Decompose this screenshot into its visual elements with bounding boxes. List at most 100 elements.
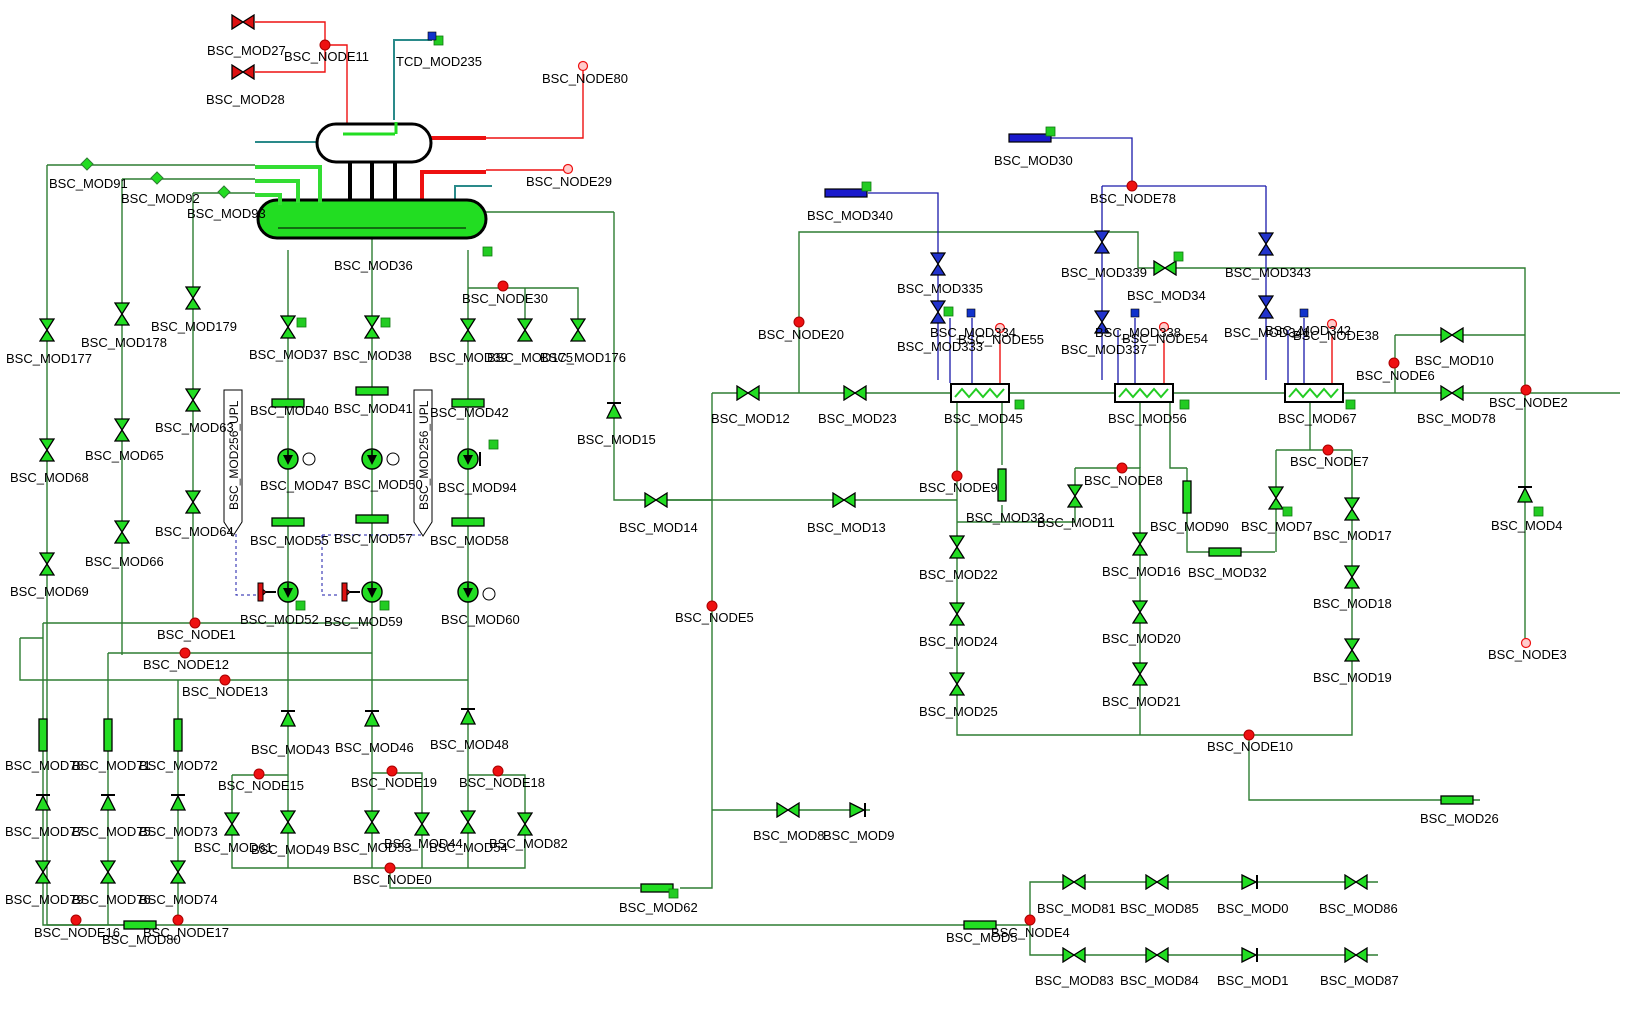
label-BSC_NODE13: BSC_NODE13 xyxy=(182,684,268,699)
label-BSC_NODE2: BSC_NODE2 xyxy=(1489,395,1568,410)
pipes-cold xyxy=(868,137,1305,383)
steam-drum xyxy=(315,122,433,200)
label-BSC_MOD53: BSC_MOD53 xyxy=(333,840,412,855)
label-BSC_MOD73: BSC_MOD73 xyxy=(139,824,218,839)
label-BSC_MOD256_UPL-a: BSC_MOD256_UPL xyxy=(227,400,241,510)
label-BSC_MOD10: BSC_MOD10 xyxy=(1415,353,1494,368)
label-BSC_MOD18: BSC_MOD18 xyxy=(1313,596,1392,611)
label-BSC_MOD92: BSC_MOD92 xyxy=(121,191,200,206)
label-BSC_MOD19: BSC_MOD19 xyxy=(1313,670,1392,685)
label-BSC_NODE16: BSC_NODE16 xyxy=(34,925,120,940)
label-BSC_MOD24: BSC_MOD24 xyxy=(919,634,998,649)
label-BSC_MOD338: BSC_MOD338 xyxy=(1095,325,1181,340)
label-BSC_MOD23: BSC_MOD23 xyxy=(818,411,897,426)
label-BSC_NODE11: BSC_NODE11 xyxy=(284,49,369,64)
label-BSC_MOD46: BSC_MOD46 xyxy=(335,740,414,755)
nodes xyxy=(70,39,1532,926)
label-BSC_MOD38: BSC_MOD38 xyxy=(333,348,412,363)
label-BSC_MOD66: BSC_MOD66 xyxy=(85,554,164,569)
label-BSC_NODE38: BSC_NODE38 xyxy=(1293,328,1379,343)
label-BSC_MOD11: BSC_MOD11 xyxy=(1037,515,1115,530)
label-BSC_NODE55: BSC_NODE55 xyxy=(958,332,1044,347)
label-BSC_MOD78-right: BSC_MOD78 xyxy=(1417,411,1496,426)
label-BSC_MOD85: BSC_MOD85 xyxy=(1120,901,1199,916)
label-BSC_MOD175: BSC_MOD175 xyxy=(487,350,573,365)
label-BSC_MOD84: BSC_MOD84 xyxy=(1120,973,1199,988)
pipes-control xyxy=(235,510,424,596)
label-BSC_MOD22: BSC_MOD22 xyxy=(919,567,998,582)
label-BSC_MOD26: BSC_MOD26 xyxy=(1420,811,1499,826)
label-BSC_NODE17: BSC_NODE17 xyxy=(143,925,229,940)
label-BSC_MOD256_UPL-b: BSC_MOD256_UPL xyxy=(417,400,431,510)
label-BSC_MOD335: BSC_MOD335 xyxy=(897,281,983,296)
label-BSC_MOD43: BSC_MOD43 xyxy=(251,742,330,757)
label-BSC_NODE29: BSC_NODE29 xyxy=(526,174,612,189)
label-BSC_MOD9: BSC_MOD9 xyxy=(823,828,895,843)
label-BSC_MOD59: BSC_MOD59 xyxy=(324,614,403,629)
label-BSC_MOD340: BSC_MOD340 xyxy=(807,208,893,223)
label-BSC_MOD49: BSC_MOD49 xyxy=(251,842,330,857)
water-drum xyxy=(256,198,488,240)
label-BSC_MOD341: BSC_MOD341 xyxy=(1224,325,1310,340)
label-BSC_MOD64: BSC_MOD64 xyxy=(155,524,234,539)
label-BSC_MOD39: BSC_MOD39 xyxy=(429,350,508,365)
label-BSC_MOD52: BSC_MOD52 xyxy=(240,612,319,627)
label-BSC_MOD72: BSC_MOD72 xyxy=(139,758,218,773)
label-BSC_MOD25: BSC_MOD25 xyxy=(919,704,998,719)
label-BSC_MOD5: BSC_MOD5 xyxy=(946,930,1018,945)
label-BSC_MOD333: BSC_MOD333 xyxy=(897,339,983,354)
label-BSC_MOD58: BSC_MOD58 xyxy=(430,533,509,548)
label-BSC_NODE30: BSC_NODE30 xyxy=(462,291,548,306)
label-BSC_MOD61: BSC_MOD61 xyxy=(194,840,273,855)
label-BSC_MOD33: BSC_MOD33 xyxy=(966,510,1045,525)
label-BSC_NODE18: BSC_NODE18 xyxy=(459,775,545,790)
label-BSC_MOD45: BSC_MOD45 xyxy=(944,411,1023,426)
label-BSC_NODE8: BSC_NODE8 xyxy=(1084,473,1163,488)
label-BSC_MOD71: BSC_MOD71 xyxy=(72,758,151,773)
label-BSC_MOD57: BSC_MOD57 xyxy=(334,531,413,546)
blue-sensors xyxy=(427,31,1309,318)
label-BSC_MOD94: BSC_MOD94 xyxy=(438,480,517,495)
label-BSC_MOD32: BSC_MOD32 xyxy=(1188,565,1267,580)
label-BSC_MOD41: BSC_MOD41 xyxy=(334,401,413,416)
label-BSC_MOD15: BSC_MOD15 xyxy=(577,432,656,447)
labels: BSC_MOD27 BSC_NODE11 TCD_MOD235 BSC_MOD2… xyxy=(5,43,1568,988)
label-BSC_MOD91: BSC_MOD91 xyxy=(49,176,128,191)
label-BSC_MOD27: BSC_MOD27 xyxy=(207,43,286,58)
label-BSC_MOD12: BSC_MOD12 xyxy=(711,411,790,426)
label-BSC_MOD65: BSC_MOD65 xyxy=(85,448,164,463)
label-BSC_MOD16: BSC_MOD16 xyxy=(1102,564,1181,579)
label-BSC_MOD334: BSC_MOD334 xyxy=(930,325,1016,340)
boundary-nodes xyxy=(562,60,1532,649)
label-BSC_NODE7: BSC_NODE7 xyxy=(1290,454,1369,469)
label-BSC_MOD37: BSC_MOD37 xyxy=(249,347,328,362)
label-BSC_MOD55: BSC_MOD55 xyxy=(250,533,329,548)
label-BSC_NODE12: BSC_NODE12 xyxy=(143,657,229,672)
label-BSC_MOD76: BSC_MOD76 xyxy=(72,892,151,907)
pipes-hot-thick xyxy=(420,136,486,205)
label-BSC_NODE10: BSC_NODE10 xyxy=(1207,739,1293,754)
label-BSC_NODE19: BSC_NODE19 xyxy=(351,775,437,790)
label-BSC_MOD337: BSC_MOD337 xyxy=(1061,342,1147,357)
label-BSC_NODE3: BSC_NODE3 xyxy=(1488,647,1567,662)
label-BSC_MOD69: BSC_MOD69 xyxy=(10,584,89,599)
label-TCD_MOD235: TCD_MOD235 xyxy=(396,54,482,69)
label-BSC_MOD178: BSC_MOD178 xyxy=(81,335,167,350)
label-BSC_MOD63: BSC_MOD63 xyxy=(155,420,234,435)
label-BSC_MOD4: BSC_MOD4 xyxy=(1491,518,1563,533)
label-BSC_MOD77: BSC_MOD77 xyxy=(5,824,84,839)
label-BSC_MOD86: BSC_MOD86 xyxy=(1319,901,1398,916)
label-BSC_MOD21: BSC_MOD21 xyxy=(1102,694,1181,709)
label-BSC_MOD67: BSC_MOD67 xyxy=(1278,411,1357,426)
label-BSC_MOD54: BSC_MOD54 xyxy=(429,840,508,855)
label-BSC_NODE15: BSC_NODE15 xyxy=(218,778,304,793)
label-BSC_MOD56: BSC_MOD56 xyxy=(1108,411,1187,426)
label-BSC_NODE0: BSC_NODE0 xyxy=(353,872,432,887)
label-BSC_MOD60: BSC_MOD60 xyxy=(441,612,520,627)
label-BSC_MOD75: BSC_MOD75 xyxy=(72,824,151,839)
label-BSC_MOD44: BSC_MOD44 xyxy=(384,836,463,851)
status-indicators xyxy=(295,35,1544,899)
label-BSC_MOD93: BSC_MOD93 xyxy=(187,206,266,221)
label-BSC_NODE1: BSC_NODE1 xyxy=(157,627,236,642)
